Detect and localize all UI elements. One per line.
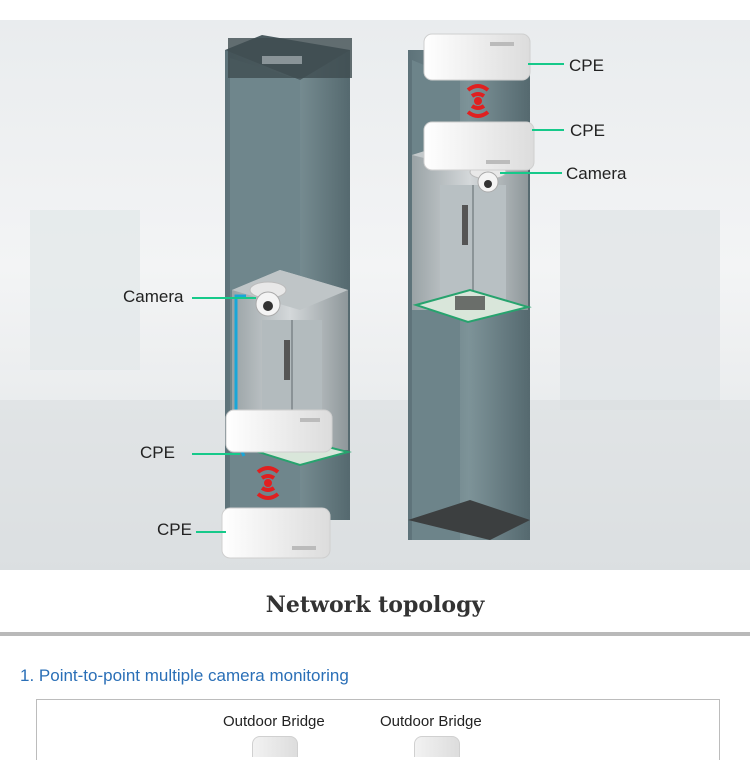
outdoor-bridge-label: Outdoor Bridge xyxy=(223,713,325,730)
topology-illustration: Camera CPE CPE CPE CPE Camera xyxy=(0,20,750,570)
topology-frame xyxy=(36,699,720,760)
outdoor-bridge-label: Outdoor Bridge xyxy=(380,713,482,730)
page-title: Network topology xyxy=(265,592,485,618)
background-wall xyxy=(30,210,140,370)
elevator-diagram xyxy=(0,33,750,570)
cpe-device-icon xyxy=(423,33,531,81)
wifi-signal-icon xyxy=(466,84,490,118)
cpe-device-icon xyxy=(221,507,331,559)
left-cpe-bottom-label: CPE xyxy=(157,520,192,539)
right-cpe-second-label: CPE xyxy=(570,121,605,140)
subsection-heading: 1. Point-to-point multiple camera monito… xyxy=(20,666,349,685)
right-camera-label: Camera xyxy=(566,164,627,183)
outdoor-bridge-icon xyxy=(414,736,460,757)
background-wall xyxy=(560,210,720,410)
cpe-device-icon xyxy=(423,121,535,171)
outdoor-bridge-icon xyxy=(252,736,298,757)
divider xyxy=(0,632,750,636)
wifi-signal-icon xyxy=(256,466,280,500)
background-floor xyxy=(0,400,750,570)
left-cpe-top-label: CPE xyxy=(140,443,175,462)
dome-camera-icon xyxy=(249,281,287,317)
cpe-device-icon xyxy=(225,409,333,453)
right-cpe-top-label: CPE xyxy=(569,56,604,75)
left-camera-label: Camera xyxy=(123,287,184,306)
